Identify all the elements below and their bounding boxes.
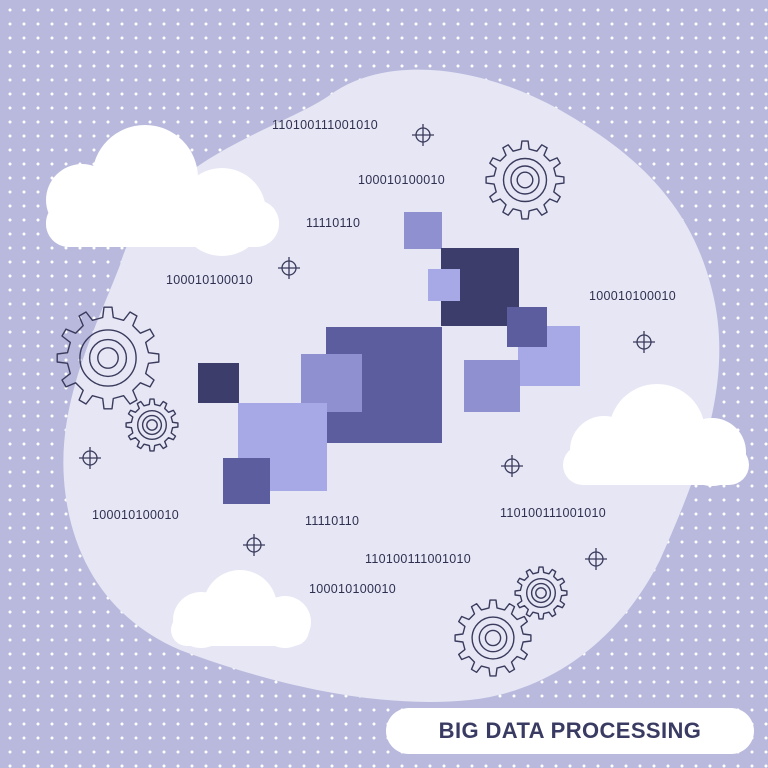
gear-icon [56, 306, 160, 410]
crosshair-icon [501, 455, 523, 477]
binary-string: 11110110 [305, 514, 360, 528]
crosshair-icon [633, 331, 655, 353]
cloud-icon [563, 384, 749, 486]
binary-string: 100010100010 [589, 289, 677, 303]
data-block-icon [507, 307, 547, 347]
binary-string: 100010100010 [166, 273, 254, 287]
binary-string: 100010100010 [358, 173, 446, 187]
crosshairs-group [79, 124, 655, 570]
crosshair-icon [412, 124, 434, 146]
data-block-icon [223, 458, 270, 504]
data-block-icon [464, 360, 520, 412]
binary-string: 100010100010 [92, 508, 180, 522]
gear-icon [454, 599, 532, 677]
title-banner: BIG DATA PROCESSING [386, 708, 754, 754]
data-block-icon [428, 269, 460, 301]
binary-string: 110100111001010 [365, 552, 471, 566]
gear-icon [514, 566, 568, 620]
cloud-icon [46, 125, 279, 256]
crosshair-icon [585, 548, 607, 570]
binary-string: 110100111001010 [272, 118, 378, 132]
gear-icon [125, 398, 179, 452]
crosshair-icon [79, 447, 101, 469]
gears-group [56, 140, 568, 677]
data-block-icon [301, 354, 362, 412]
binary-string: 11110110 [306, 216, 361, 230]
data-blocks [198, 212, 580, 504]
binary-string: 100010100010 [309, 582, 397, 596]
crosshair-icon [243, 534, 265, 556]
cloud-icon [171, 570, 311, 648]
data-block-icon [198, 363, 239, 403]
binary-string: 110100111001010 [500, 506, 606, 520]
data-block-icon [404, 212, 442, 249]
page-title: BIG DATA PROCESSING [438, 718, 702, 743]
gear-icon [485, 140, 565, 220]
crosshair-icon [278, 257, 300, 279]
